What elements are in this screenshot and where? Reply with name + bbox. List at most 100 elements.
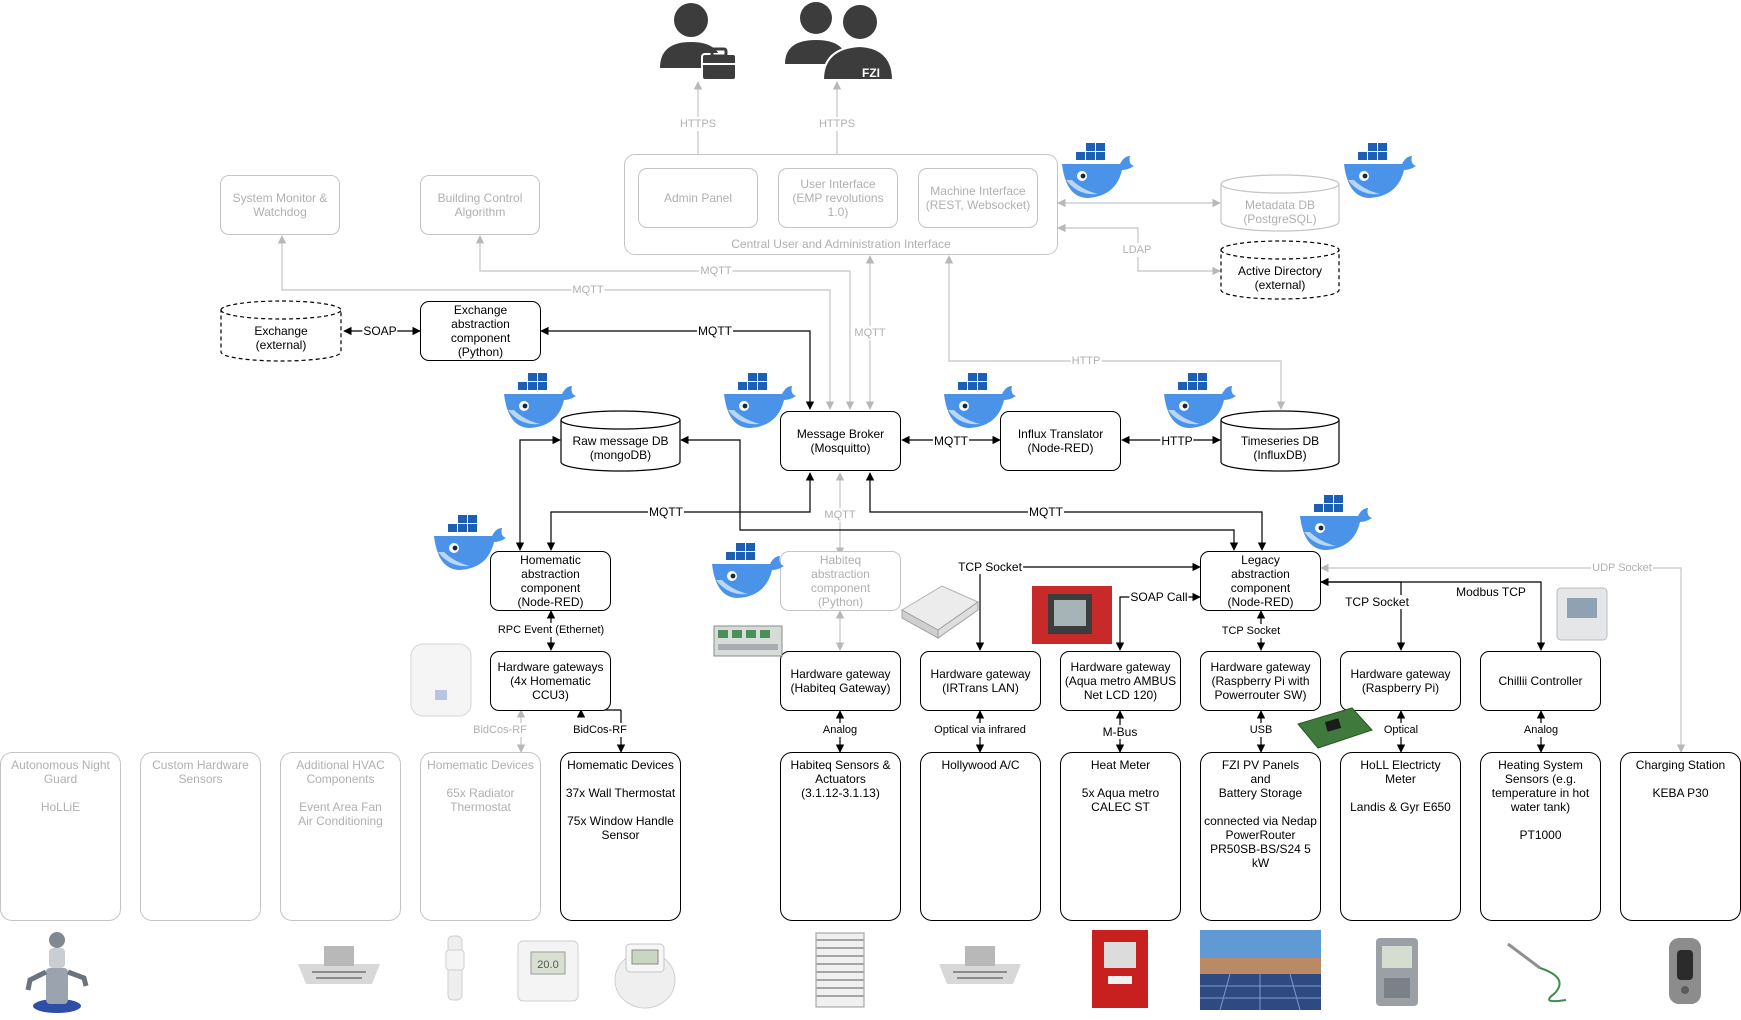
- svg-text:20.0: 20.0: [537, 959, 558, 971]
- label-ldap: LDAP: [1121, 243, 1153, 257]
- line-modbus: [1321, 581, 1546, 651]
- raspi-gateway[interactable]: Hardware gateway (Raspberry Pi): [1340, 651, 1461, 711]
- device-habiteq[interactable]: Habiteq Sensors & Actuators (3.1.12-3.1.…: [780, 752, 901, 921]
- ceiling-fan-image-hvac: [298, 946, 380, 984]
- irtrans-image: [901, 585, 980, 639]
- label-http-influx: HTTP: [1070, 354, 1102, 368]
- influx-translator-node[interactable]: Influx Translator (Node-RED): [1000, 411, 1121, 471]
- user-interface[interactable]: User Interface (EMP revolutions 1.0): [778, 168, 898, 228]
- active-directory-label: Active Directory (external): [1237, 264, 1323, 292]
- line-mqtt-control: [475, 235, 855, 410]
- line-soap-call: [1115, 592, 1201, 651]
- blinds-image: [815, 932, 865, 1008]
- line-udp: [1320, 563, 1686, 753]
- device-charging-station[interactable]: Charging Station KEBA P30: [1620, 752, 1741, 921]
- device-hvac[interactable]: Additional HVAC Components Event Area Fa…: [280, 752, 401, 921]
- aqua-gateway-image: [1032, 586, 1112, 644]
- window-handle-image: [614, 943, 676, 1009]
- aqua-gateway[interactable]: Hardware gateway (Aqua metro AMBUS Net L…: [1060, 651, 1181, 711]
- message-broker-node[interactable]: Message Broker (Mosquitto): [780, 411, 901, 471]
- raspberry-pi-image: [1297, 707, 1373, 749]
- device-homematic[interactable]: Homematic Devices 37x Wall Thermostat 75…: [560, 752, 681, 921]
- label-mqtt-watchdog: MQTT: [571, 283, 605, 297]
- line-raw-homematic: [515, 435, 561, 551]
- label-udp: UDP Socket: [1591, 561, 1653, 575]
- electricity-meter-image: [1376, 938, 1418, 1006]
- device-electricity-meter[interactable]: HoLL Electricty Meter Landis & Gyr E650: [1340, 752, 1461, 921]
- label-tcp-raspi: TCP Socket: [1344, 595, 1410, 609]
- raw-message-db[interactable]: Raw message DB (mongoDB): [560, 410, 681, 472]
- line-mqtt-legacy: [865, 472, 1267, 551]
- timeseries-db[interactable]: Timeseries DB (InfluxDB): [1220, 410, 1340, 472]
- device-heating-sensors[interactable]: Heating System Sensors (e.g. temperature…: [1480, 752, 1601, 921]
- device-homematic-radiator[interactable]: Homematic Devices 65x Radiator Thermosta…: [420, 752, 541, 921]
- docker-whale-icon: [724, 373, 796, 428]
- label-mqtt-homematic: MQTT: [648, 505, 684, 519]
- central-interface-label: Central User and Administration Interfac…: [731, 237, 951, 251]
- device-night-guard[interactable]: Autonomous Night Guard HoLLiE: [0, 752, 121, 921]
- habiteq-abstraction-node[interactable]: Habiteq abstraction component (Python): [780, 551, 901, 611]
- raspi-powerrouter-gateway[interactable]: Hardware gateway (Raspberry Pi with Powe…: [1200, 651, 1321, 711]
- label-bidcos: BidCos-RF: [572, 723, 628, 737]
- metadata-db[interactable]: Metadata DB (PostgreSQL): [1220, 174, 1340, 232]
- label-analog-heating: Analog: [1522, 723, 1560, 737]
- charging-station-image: [1669, 938, 1701, 1004]
- admin-panel[interactable]: Admin Panel: [638, 168, 758, 228]
- sensor-probe-image: [1507, 942, 1567, 1003]
- irtrans-gateway[interactable]: Hardware gateway (IRTrans LAN): [920, 651, 1041, 711]
- docker-whale-icon: [504, 373, 576, 428]
- exchange-db-label: Exchange (external): [254, 324, 308, 352]
- label-tcp-irtrans: TCP Socket: [957, 560, 1023, 574]
- docker-whale-icon: [1164, 373, 1236, 428]
- device-hollywood-ac[interactable]: Hollywood A/C: [920, 752, 1041, 921]
- active-directory-db[interactable]: Active Directory (external): [1220, 240, 1340, 300]
- device-pv-panels[interactable]: FZI PV Panels and Battery Storage connec…: [1200, 752, 1321, 921]
- raw-message-db-label: Raw message DB (mongoDB): [572, 434, 669, 462]
- line-raw-legacy: [680, 435, 1239, 551]
- label-http-timeseries: HTTP: [1160, 434, 1194, 448]
- label-mqtt-habiteq: MQTT: [823, 508, 857, 522]
- exchange-db[interactable]: Exchange (external): [220, 300, 342, 362]
- heat-meter-image: [1092, 930, 1148, 1008]
- fzi-badge: FZI: [862, 66, 880, 80]
- exchange-abstraction-node[interactable]: Exchange abstraction component (Python): [420, 301, 541, 361]
- label-soap-call: SOAP Call: [1129, 590, 1189, 604]
- homematic-abstraction-node[interactable]: Homematic abstraction component (Node-RE…: [490, 551, 611, 611]
- ceiling-fan-image-hollywood: [939, 946, 1021, 984]
- label-https-admin: HTTPS: [678, 117, 718, 131]
- line-mqtt-exchange: [540, 326, 815, 410]
- machine-interface[interactable]: Machine Interface (REST, Websocket): [918, 168, 1038, 228]
- device-custom-hardware[interactable]: Custom Hardware Sensors: [140, 752, 261, 921]
- admin-user-icon: [660, 3, 737, 81]
- system-monitor-node[interactable]: System Monitor & Watchdog: [220, 175, 340, 235]
- timeseries-db-label: Timeseries DB (InfluxDB): [1240, 434, 1320, 462]
- label-optical-ir: Optical via infrared: [933, 723, 1027, 737]
- docker-whale-icon: [712, 543, 784, 598]
- docker-whale-icon: [434, 515, 506, 570]
- metadata-db-label: Metadata DB (PostgreSQL): [1243, 198, 1317, 226]
- label-mqtt-control: MQTT: [699, 264, 733, 278]
- docker-whale-icon: [1300, 495, 1372, 550]
- label-tcp-gateway: TCP Socket: [1220, 624, 1282, 638]
- label-modbus: Modbus TCP: [1455, 585, 1527, 599]
- label-mqtt-legacy: MQTT: [1028, 505, 1064, 519]
- device-heat-meter[interactable]: Heat Meter 5x Aqua metro CALEC ST: [1060, 752, 1181, 921]
- label-mqtt-influx: MQTT: [933, 434, 969, 448]
- habiteq-gateway[interactable]: Hardware gateway (Habiteq Gateway): [780, 651, 901, 711]
- docker-whale-icon: [944, 373, 1016, 428]
- docker-whale-icon: [1344, 143, 1416, 198]
- habiteq-gateway-image: [713, 625, 783, 657]
- label-https-user: HTTPS: [817, 117, 857, 131]
- building-control-node[interactable]: Building Control Algorithm: [420, 175, 540, 235]
- homematic-gateway[interactable]: Hardware gateways (4x Homematic CCU3): [490, 651, 611, 711]
- chillii-controller[interactable]: Chillii Controller: [1480, 651, 1601, 711]
- label-usb: USB: [1248, 723, 1274, 737]
- radiator-thermostat-image: [445, 935, 465, 1001]
- chillii-controller-image: [1556, 587, 1608, 641]
- label-soap: SOAP: [362, 324, 398, 338]
- legacy-abstraction-node[interactable]: Legacy abstraction component (Node-RED): [1200, 551, 1321, 611]
- label-optical: Optical: [1382, 723, 1420, 737]
- robot-image: [25, 932, 89, 1013]
- label-mbus: M-Bus: [1101, 725, 1139, 739]
- wall-thermostat-image: 20.0: [517, 940, 579, 1002]
